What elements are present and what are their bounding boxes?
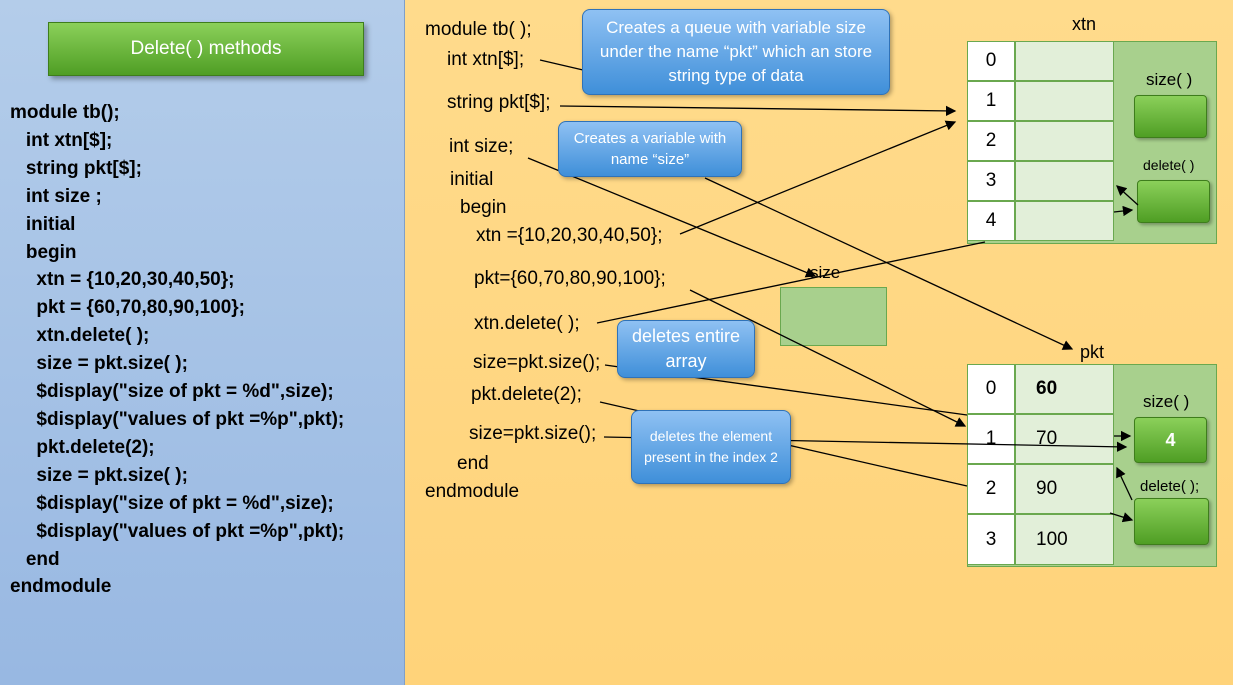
xtn-size-button[interactable] [1134,95,1207,138]
xtn-size-label: size( ) [1146,70,1193,89]
code-line: int xtn[$]; [10,129,113,151]
callout-deletes-element: deletes the element present in the index… [631,410,791,484]
delete-methods-title-button[interactable]: Delete( ) methods [48,22,364,76]
code-line: begin [10,241,77,263]
xtn-delete-button[interactable] [1137,180,1210,223]
xtn-index-cell: 3 [967,161,1015,201]
code-line: pkt = {60,70,80,90,100}; [10,297,246,319]
arrow-xtn-assign [679,120,957,235]
arrow-pkt-delete-up [1116,466,1133,501]
xtn-delete-label: delete( ) [1143,157,1195,173]
xtn-value-cell [1015,121,1114,161]
right-code-line: begin [460,197,507,218]
xtn-table-label: xtn [1072,14,1097,34]
pkt-index-cell: 2 [967,464,1015,514]
code-line: int size ; [10,185,102,207]
pkt-index-cell: 0 [967,364,1015,414]
arrow-variable-to-pkt [704,177,1074,350]
right-code-line: initial [450,169,494,190]
pkt-index-cell: 1 [967,414,1015,464]
code-line: endmodule [10,576,112,598]
xtn-index-cell: 0 [967,41,1015,81]
arrow-size-decl [527,157,817,278]
xtn-value-cell [1015,41,1114,81]
code-line: $display("values of pkt =%p",pkt); [10,408,345,430]
right-code-line: pkt.delete(2); [471,384,582,405]
arrow-pkt-delete-in [1109,512,1134,523]
arrow-pkt-decl [559,105,957,117]
xtn-index-cell: 1 [967,81,1015,121]
arrow-xtn-delete-up [1116,185,1139,206]
callout-deletes-entire-text: deletes entire array [631,326,741,371]
code-line: size = pkt.size( ); [10,464,188,486]
arrow-xtn-delete-in [1113,205,1134,217]
pkt-value-cell: 60 [1015,364,1114,414]
code-line: string pkt[$]; [10,157,142,179]
pkt-delete-label: delete( ); [1140,478,1200,495]
right-code-line: size=pkt.size(); [469,423,597,444]
code-line: end [10,548,60,570]
right-code-line: pkt={60,70,80,90,100}; [474,268,666,289]
xtn-value-cell [1015,161,1114,201]
xtn-value-cell [1015,201,1114,241]
right-code-line: int xtn[$]; [447,49,525,70]
xtn-value-cell [1015,81,1114,121]
right-code-line: size=pkt.size(); [473,352,601,373]
arrow-xtn-delete [596,241,986,324]
callout-variable: Creates a variable with name “size” [558,121,742,177]
code-line: $display("values of pkt =%p",pkt); [10,520,345,542]
pkt-table-label: pkt [1080,342,1105,362]
xtn-index-cell: 4 [967,201,1015,241]
right-code-line: end [457,453,489,474]
left-code-panel [0,0,405,685]
pkt-value-cell: 70 [1015,414,1114,464]
pkt-delete-button[interactable] [1134,498,1209,545]
size-variable-box [780,287,887,346]
callout-variable-text: Creates a variable with name “size” [573,130,727,168]
pkt-value-cell: 90 [1015,464,1114,514]
right-code-line: int size; [449,136,514,157]
pkt-size-button[interactable]: 4 [1134,417,1207,463]
left-code-block: module tb(); int xtn[$]; string pkt[$]; … [10,99,344,601]
xtn-index-cell: 2 [967,121,1015,161]
code-line: xtn = {10,20,30,40,50}; [10,269,235,291]
right-code-line: module tb( ); [425,19,532,40]
callout-pointer-queue [539,59,584,71]
code-line: xtn.delete( ); [10,325,150,347]
pkt-size-label: size( ) [1143,392,1190,411]
pkt-index-cell: 3 [967,514,1015,565]
code-line: pkt.delete(2); [10,436,155,458]
code-line: $display("size of pkt = %d",size); [10,381,334,403]
code-line: initial [10,213,76,235]
callout-queue-text: Creates a queue with variable size under… [599,18,873,85]
callout-deletes-entire: deletes entire array [617,320,755,378]
pkt-value-cell: 100 [1015,514,1114,565]
right-code-line: xtn.delete( ); [474,313,580,334]
pkt-size-value: 4 [1165,429,1176,450]
callout-queue: Creates a queue with variable size under… [582,9,890,95]
code-line: $display("size of pkt = %d",size); [10,492,334,514]
code-line: module tb(); [10,102,120,123]
code-line: size = pkt.size( ); [10,353,188,375]
right-code-line: xtn ={10,20,30,40,50}; [476,225,663,246]
arrow-pkt-assign [689,289,967,427]
right-code-line: string pkt[$]; [447,92,551,113]
right-code-line: endmodule [425,481,520,502]
callout-deletes-element-text: deletes the element present in the index… [644,428,778,465]
